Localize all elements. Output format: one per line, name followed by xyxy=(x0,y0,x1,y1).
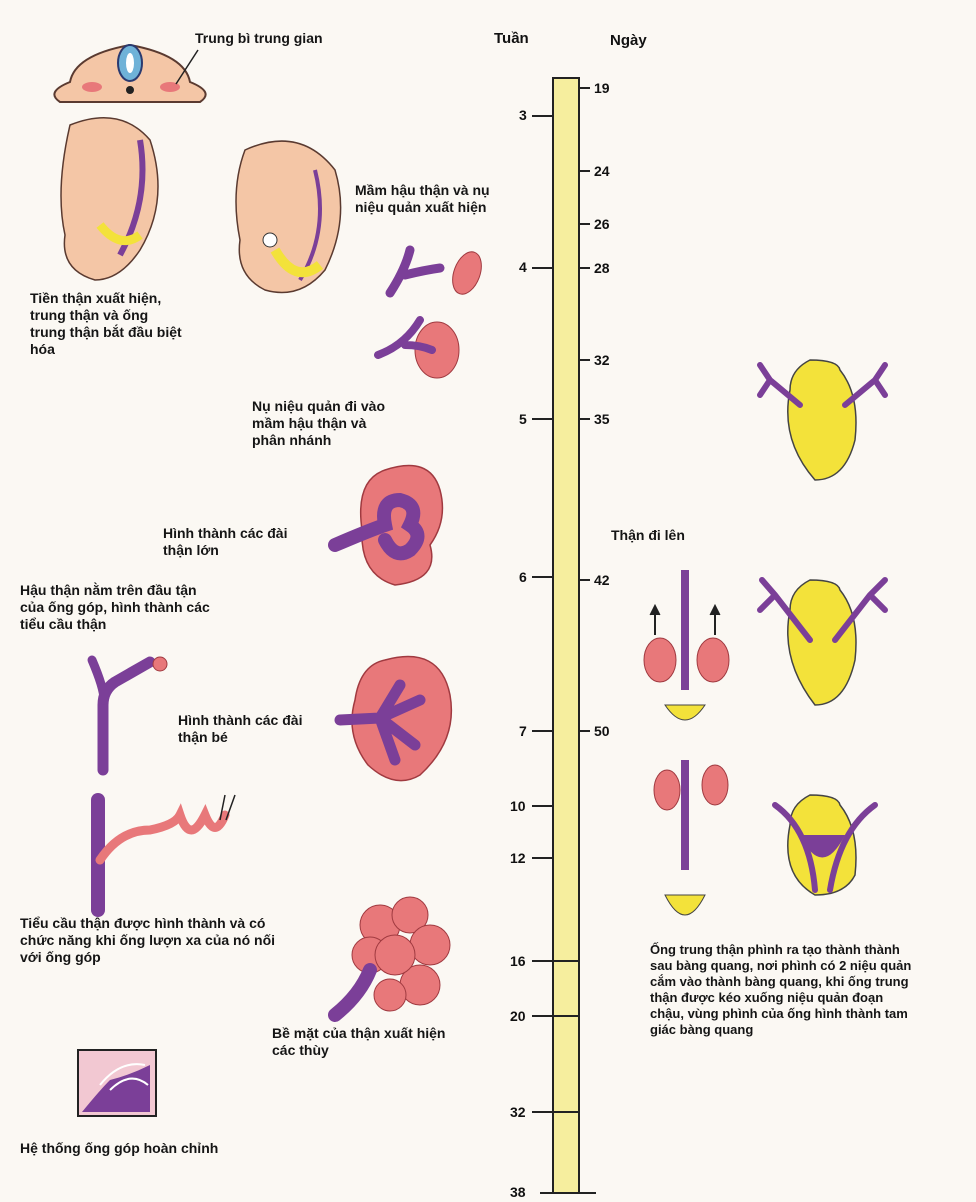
bladder-3 xyxy=(772,794,878,896)
timeline-bar xyxy=(552,77,580,1194)
kidney-ascent-1 xyxy=(643,570,730,721)
nephron-connected xyxy=(91,793,236,917)
day-label: 24 xyxy=(594,163,610,179)
day-label: 50 xyxy=(594,723,610,739)
label-pronephros: Tiền thận xuất hiện, trung thận và ống t… xyxy=(30,290,182,357)
label-metanephros-caps: Hậu thận nằm trên đầu tận của ống góp, h… xyxy=(20,582,210,632)
week-label: 38 xyxy=(510,1184,526,1200)
label-ureteric-bud-enters: Nụ niệu quản đi vào mầm hậu thận và phân… xyxy=(252,398,386,448)
week-label: 7 xyxy=(519,723,527,739)
day-label: 42 xyxy=(594,572,610,588)
week-label: 5 xyxy=(519,411,527,427)
embryo-1-drawing xyxy=(60,117,159,281)
week-label: 32 xyxy=(510,1104,526,1120)
label-kidney-ascent: Thận đi lên xyxy=(611,527,685,543)
label-glomeruli-functional: Tiểu cầu thận được hình thành và có chức… xyxy=(20,915,276,965)
day-label: 32 xyxy=(594,352,610,368)
week-label: 16 xyxy=(510,953,526,969)
day-label: 19 xyxy=(594,80,610,96)
ureteric-bud-2 xyxy=(374,316,460,379)
kidney-ascent-2 xyxy=(653,760,729,916)
day-label: 35 xyxy=(594,411,610,427)
week-label: 4 xyxy=(519,259,527,275)
kidney-lobes xyxy=(328,896,451,1022)
cross-section-drawing xyxy=(53,43,207,103)
embryo-2-drawing xyxy=(235,140,342,294)
week-ticks xyxy=(532,115,579,1113)
collecting-duct-y xyxy=(87,655,168,776)
label-minor-calyces: Hình thành các đài thận bé xyxy=(178,712,303,745)
label-major-calyces: Hình thành các đài thận lớn xyxy=(163,525,288,558)
label-lobes: Bề mặt của thận xuất hiện các thùy xyxy=(272,1025,446,1058)
bladder-2 xyxy=(757,577,888,706)
label-mesonephric-duct: Ống trung thận phình ra tạo thành thành … xyxy=(650,942,912,1037)
bladder-1 xyxy=(757,359,888,481)
week-label: 12 xyxy=(510,850,526,866)
week-label: 6 xyxy=(519,569,527,585)
label-collecting-system: Hệ thống ống góp hoàn chỉnh xyxy=(20,1140,219,1156)
day-label: 26 xyxy=(594,216,610,232)
collecting-system-drawing xyxy=(77,1049,157,1117)
week-label: 3 xyxy=(519,107,527,123)
week-label: 10 xyxy=(510,798,526,814)
day-ticks xyxy=(579,87,590,732)
day-label: 28 xyxy=(594,260,610,276)
week-label: 20 xyxy=(510,1008,526,1024)
ureteric-bud-1 xyxy=(385,245,482,298)
kidney-minor-calyces xyxy=(334,655,453,782)
day-axis-header: Ngày xyxy=(610,32,647,49)
label-metanephric-bud: Mầm hậu thận và nụ niệu quản xuất hiện xyxy=(355,182,490,215)
kidney-major-calyces xyxy=(328,464,444,586)
week-axis-header: Tuần xyxy=(494,30,529,47)
label-intermediate-mesoderm: Trung bì trung gian xyxy=(195,30,323,46)
